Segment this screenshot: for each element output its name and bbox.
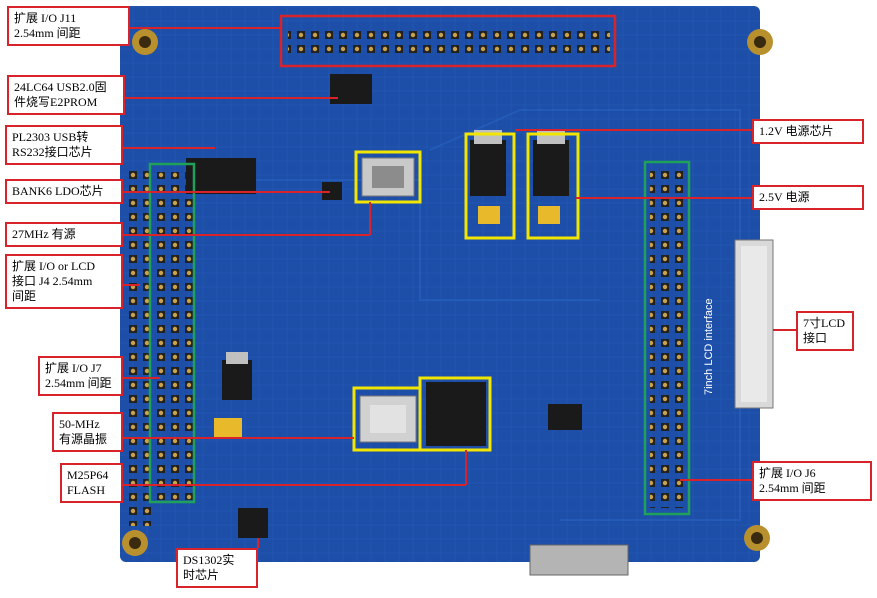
highlight-12v	[464, 132, 516, 240]
regulator-25v	[533, 140, 569, 196]
highlight-25v	[526, 132, 580, 240]
label-osc27: 27MHz 有源	[5, 222, 123, 247]
label-j4: 扩展 I/O or LCD 接口 J4 2.54mm 间距	[5, 254, 123, 309]
label-j11: 扩展 I/O J11 2.54mm 间距	[7, 6, 130, 46]
label-lcd7: 7寸LCD 接口	[796, 311, 854, 351]
label-pl2303: PL2303 USB转 RS232接口芯片	[5, 125, 123, 165]
regulator-12v	[470, 140, 506, 196]
header-j7	[152, 172, 194, 500]
label-j6: 扩展 I/O J6 2.54mm 间距	[752, 461, 872, 501]
highlight-j11	[279, 14, 617, 68]
highlight-osc27	[354, 150, 422, 204]
callout-lines	[123, 27, 796, 548]
label-pwr25: 2.5V 电源	[752, 185, 864, 210]
mounting-hole	[744, 525, 770, 551]
eeprom-chip	[330, 74, 372, 104]
label-bank6: BANK6 LDO芯片	[5, 179, 123, 204]
highlight-j6	[643, 160, 691, 516]
header-j6	[650, 168, 686, 508]
usb-connector	[529, 544, 629, 576]
mounting-hole	[122, 530, 148, 556]
pl2303-chip	[186, 158, 256, 194]
mounting-hole	[747, 29, 773, 55]
lcd-silk-text: 7inch LCD interface	[703, 298, 715, 395]
regulator-u1	[222, 360, 252, 400]
ldo-bank6	[322, 182, 342, 200]
inductor-l4	[548, 404, 582, 430]
label-osc50: 50-MHz 有源晶振	[52, 412, 123, 452]
mounting-hole	[132, 29, 158, 55]
label-j7: 扩展 I/O J7 2.54mm 间距	[38, 356, 123, 396]
rtc-ds1302	[238, 508, 268, 538]
label-m25p64: M25P64 FLASH	[60, 463, 123, 503]
highlight-j7	[148, 162, 196, 504]
label-pwr12: 1.2V 电源芯片	[752, 119, 864, 144]
label-ds1302: DS1302实 时芯片	[176, 548, 258, 588]
highlight-flash	[418, 376, 492, 452]
label-eeprom: 24LC64 USB2.0固 件烧写E2PROM	[7, 75, 125, 115]
header-j11	[288, 28, 610, 56]
flash-m25p64	[426, 382, 486, 446]
